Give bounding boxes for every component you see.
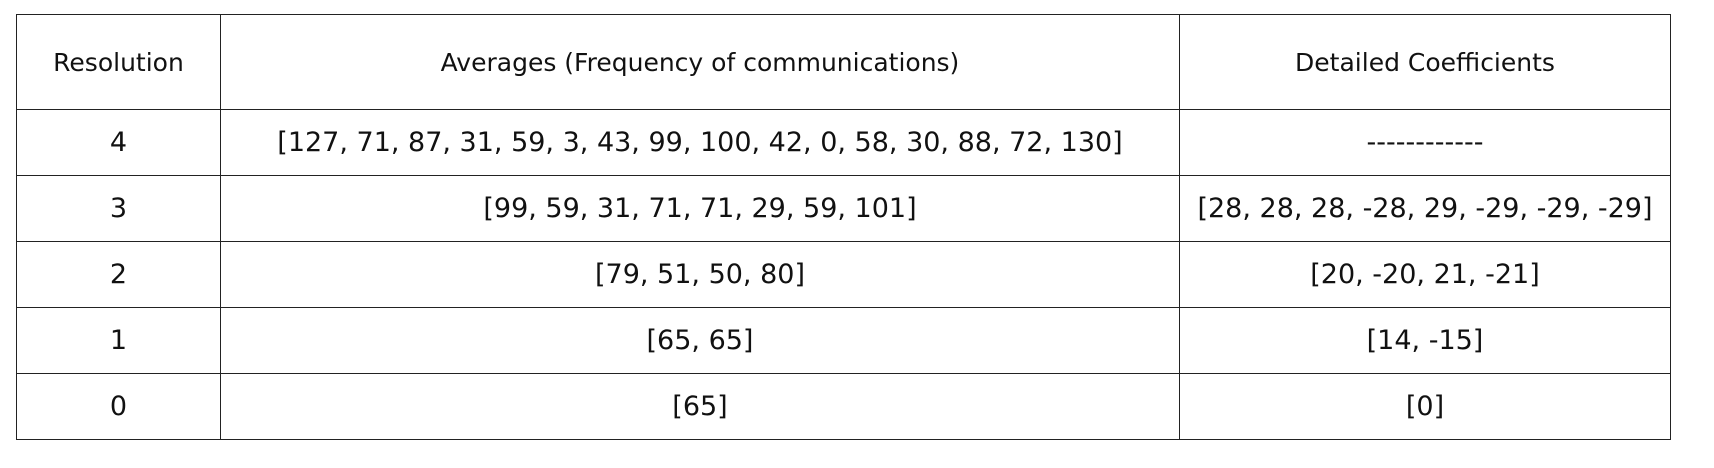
cell-resolution: 2 [16,241,221,308]
cell-resolution: 4 [16,109,221,176]
table-header: Resolution Averages (Frequency of commun… [16,14,1671,110]
header-row: Resolution Averages (Frequency of commun… [16,14,1671,110]
cell-averages: [65, 65] [220,307,1180,374]
cell-coefficients: [28, 28, 28, -28, 29, -29, -29, -29] [1179,175,1671,242]
cell-resolution: 3 [16,175,221,242]
table-row: 0 [65] [0] [16,373,1671,440]
wavelet-decomposition-table: Resolution Averages (Frequency of commun… [16,14,1671,440]
table-row: 1 [65, 65] [14, -15] [16,307,1671,374]
cell-coefficients: [20, -20, 21, -21] [1179,241,1671,308]
cell-coefficients: [0] [1179,373,1671,440]
header-averages: Averages (Frequency of communications) [220,14,1180,110]
cell-averages: [127, 71, 87, 31, 59, 3, 43, 99, 100, 42… [220,109,1180,176]
cell-averages: [65] [220,373,1180,440]
table-row: 3 [99, 59, 31, 71, 71, 29, 59, 101] [28,… [16,175,1671,242]
cell-resolution: 0 [16,373,221,440]
table-body: 4 [127, 71, 87, 31, 59, 3, 43, 99, 100, … [16,109,1671,440]
header-resolution: Resolution [16,14,221,110]
cell-averages: [79, 51, 50, 80] [220,241,1180,308]
table-row: 2 [79, 51, 50, 80] [20, -20, 21, -21] [16,241,1671,308]
cell-resolution: 1 [16,307,221,374]
header-detailed-coefficients: Detailed Coefficients [1179,14,1671,110]
table-row: 4 [127, 71, 87, 31, 59, 3, 43, 99, 100, … [16,109,1671,176]
cell-coefficients: [14, -15] [1179,307,1671,374]
cell-coefficients: ------------ [1179,109,1671,176]
cell-averages: [99, 59, 31, 71, 71, 29, 59, 101] [220,175,1180,242]
